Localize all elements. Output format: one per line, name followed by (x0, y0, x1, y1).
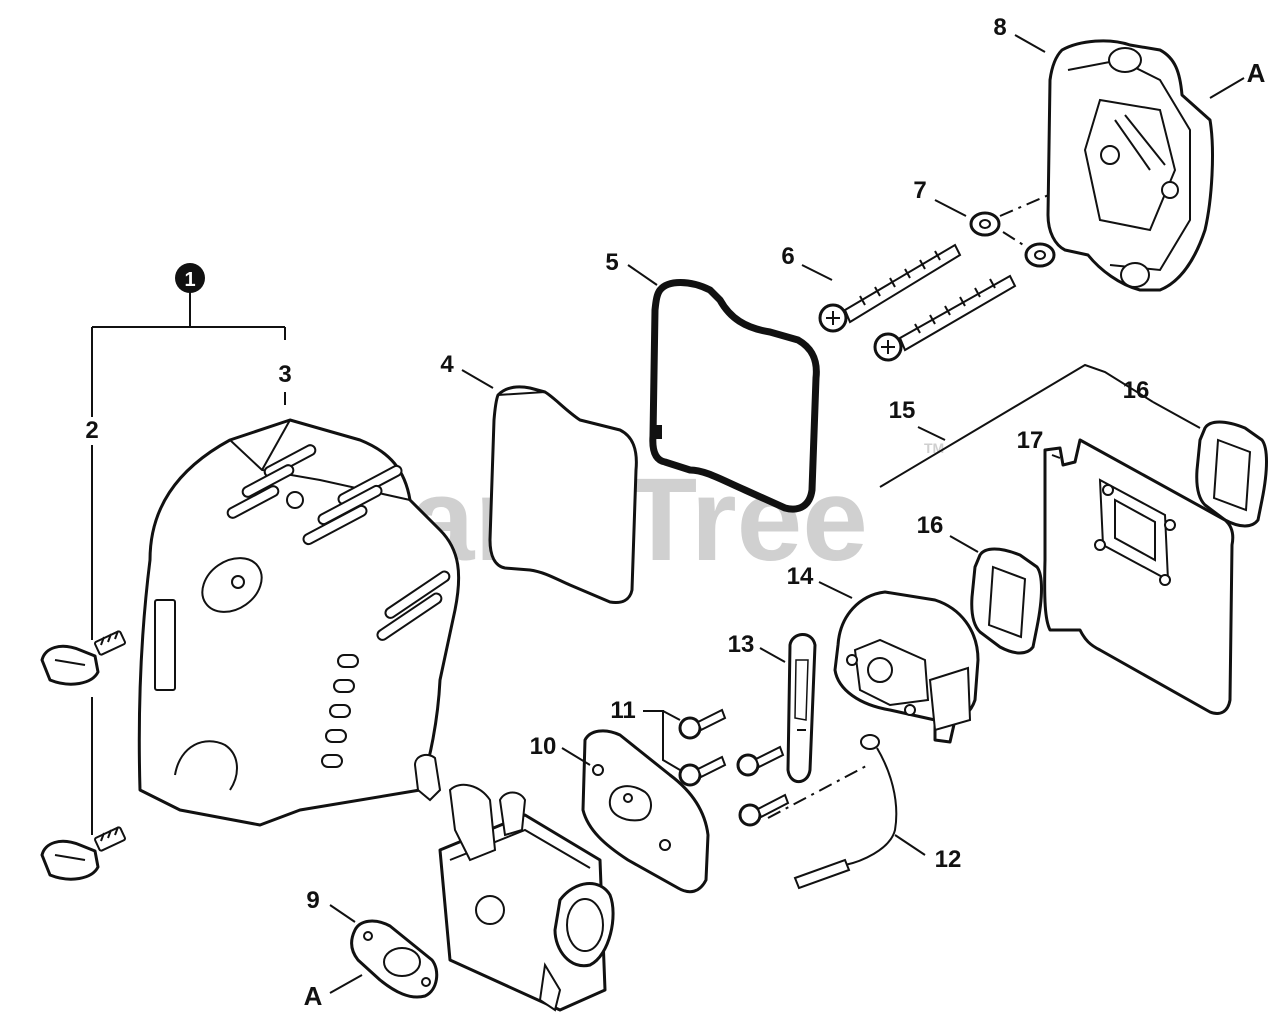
part-filter-gasket[interactable] (649, 279, 820, 513)
part-carburetor-gasket[interactable] (581, 729, 710, 894)
callout-14: 14 (787, 563, 814, 590)
part-short-screw-2[interactable] (736, 745, 785, 777)
callout-15: 15 (889, 397, 916, 424)
callout-16-upper: 16 (1123, 377, 1150, 404)
part-long-screw-upper[interactable] (818, 243, 962, 333)
callout-10: 10 (530, 733, 557, 760)
part-engine-cover[interactable] (137, 418, 461, 827)
part-knob-screw-lower[interactable] (40, 826, 126, 881)
reference-marker-a-bottom: A (304, 981, 323, 1011)
part-air-cleaner-case[interactable] (1046, 39, 1214, 292)
callout-7: 7 (913, 177, 926, 204)
part-short-screw-3[interactable] (678, 755, 727, 787)
callout-3: 3 (278, 361, 291, 388)
part-heat-shield-plate[interactable] (1043, 438, 1235, 715)
reference-marker-a-top: A (1247, 58, 1266, 88)
part-insulator-gasket-upper[interactable] (1195, 420, 1268, 528)
part-washer-lower[interactable] (1024, 242, 1056, 268)
part-ground-wire[interactable] (793, 734, 898, 890)
cover-vent-slots (226, 444, 451, 768)
callout-5: 5 (605, 249, 618, 276)
watermark-trademark: TM (924, 440, 944, 456)
leader-lines (91, 34, 1245, 994)
callout-2: 2 (85, 417, 98, 444)
part-insulator-gasket[interactable] (350, 919, 439, 999)
callout-12: 12 (935, 846, 962, 873)
callout-13: 13 (728, 631, 755, 658)
part-short-screw-1[interactable] (678, 708, 727, 740)
callout-16-lower: 16 (917, 512, 944, 539)
callout-6: 6 (781, 243, 794, 270)
part-carburetor-spacer[interactable] (833, 590, 980, 744)
part-washer-upper[interactable] (969, 211, 1001, 237)
callout-17: 17 (1017, 427, 1044, 454)
svg-text:1: 1 (184, 269, 195, 291)
callout-11: 11 (610, 697, 635, 724)
part-long-screw-lower[interactable] (873, 274, 1017, 362)
callout-9: 9 (306, 887, 319, 914)
part-knob-screw-upper[interactable] (40, 630, 126, 686)
callout-1: 1 (175, 263, 205, 293)
part-carburetor[interactable] (413, 753, 615, 1012)
part-air-filter[interactable] (488, 385, 638, 604)
part-check-valve[interactable] (786, 633, 817, 784)
callout-4: 4 (440, 351, 454, 378)
callout-8: 8 (993, 14, 1006, 41)
part-insulator-gasket-lower[interactable] (970, 547, 1043, 655)
part-short-screw-4[interactable] (738, 793, 790, 827)
